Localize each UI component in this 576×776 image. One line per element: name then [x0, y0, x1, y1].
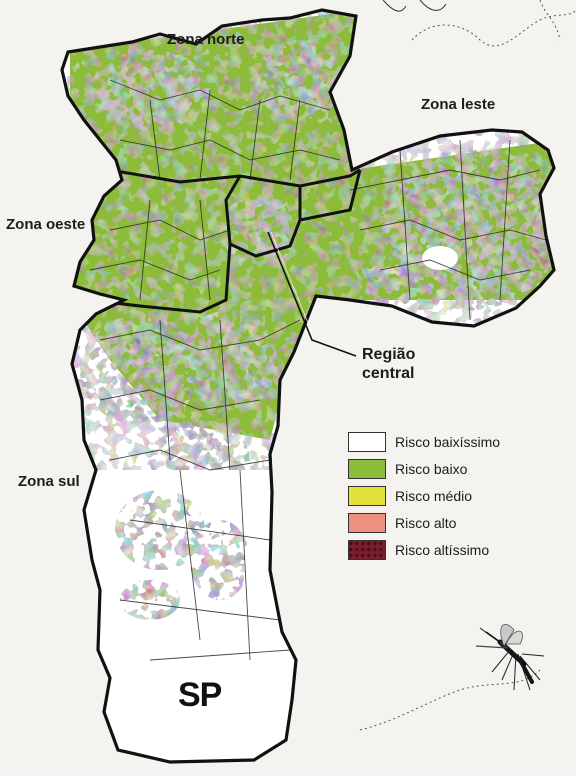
legend-swatch	[348, 431, 386, 452]
scribble-icon	[382, 0, 447, 12]
city-border	[60, 8, 556, 764]
legend-label: Risco médio	[395, 487, 473, 504]
callout-line2: central	[362, 365, 415, 382]
risk-fill-layer	[67, 10, 554, 762]
callout-line	[267, 231, 357, 357]
callout-line1: Região	[362, 346, 416, 363]
zone-label-north: Zona norte	[167, 31, 245, 48]
legend-label: Risco baixíssimo	[395, 433, 501, 450]
zone-label-east: Zona leste	[421, 96, 496, 113]
dotted-paths	[359, 0, 576, 731]
legend-swatch	[348, 512, 386, 533]
legend-label: Risco altíssimo	[395, 541, 490, 558]
legend-swatch	[348, 458, 386, 479]
state-abbreviation: SP	[178, 676, 222, 714]
mosquito-icon	[475, 624, 545, 691]
legend-item: Risco médio	[348, 482, 500, 509]
callout-central-region: Região central	[362, 345, 415, 383]
legend-item: Risco alto	[348, 509, 500, 536]
legend-label: Risco baixo	[395, 460, 468, 477]
legend-item: Risco altíssimo	[348, 536, 500, 563]
legend: Risco baixíssimo Risco baixo Risco médio…	[348, 428, 500, 563]
zone-label-west: Zona oeste	[6, 216, 86, 233]
legend-swatch	[348, 485, 386, 506]
legend-item: Risco baixíssimo	[348, 428, 500, 455]
legend-swatch	[348, 539, 386, 560]
zone-label-south: Zona sul	[18, 473, 80, 490]
legend-item: Risco baixo	[348, 455, 500, 482]
legend-label: Risco alto	[395, 514, 457, 531]
